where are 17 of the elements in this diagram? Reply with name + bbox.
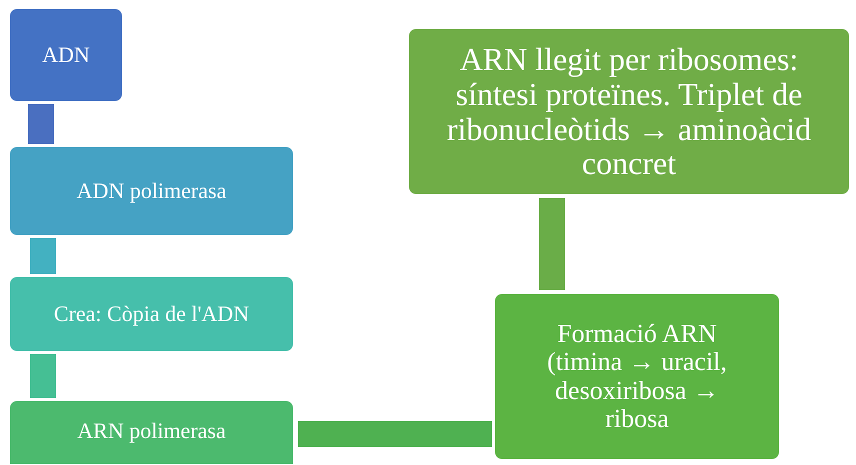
connector-bar bbox=[298, 421, 492, 447]
process-box bbox=[9, 400, 294, 465]
box-label: ARN llegit per ribosomes: síntesi proteïnes. Triplet de ribonucleòtids → aminoàcid concret bbox=[446, 42, 812, 181]
process-box bbox=[494, 293, 780, 460]
connector-bar bbox=[30, 238, 56, 274]
process-box bbox=[9, 8, 123, 102]
process-box bbox=[9, 276, 294, 352]
box-label: Crea: Còpia de l'ADN bbox=[54, 302, 250, 326]
connector-bar bbox=[30, 354, 56, 398]
box-label: ARN polimerasa bbox=[77, 419, 226, 443]
process-box bbox=[9, 146, 294, 236]
connector-bar bbox=[539, 198, 565, 290]
box-label: Formació ARN (timina → uracil, desoxiribosa → ribosa bbox=[546, 320, 728, 433]
process-box bbox=[408, 28, 850, 195]
box-label: ADN bbox=[42, 43, 90, 67]
box-label: ADN polimerasa bbox=[76, 179, 226, 203]
connector-bar bbox=[28, 104, 54, 144]
